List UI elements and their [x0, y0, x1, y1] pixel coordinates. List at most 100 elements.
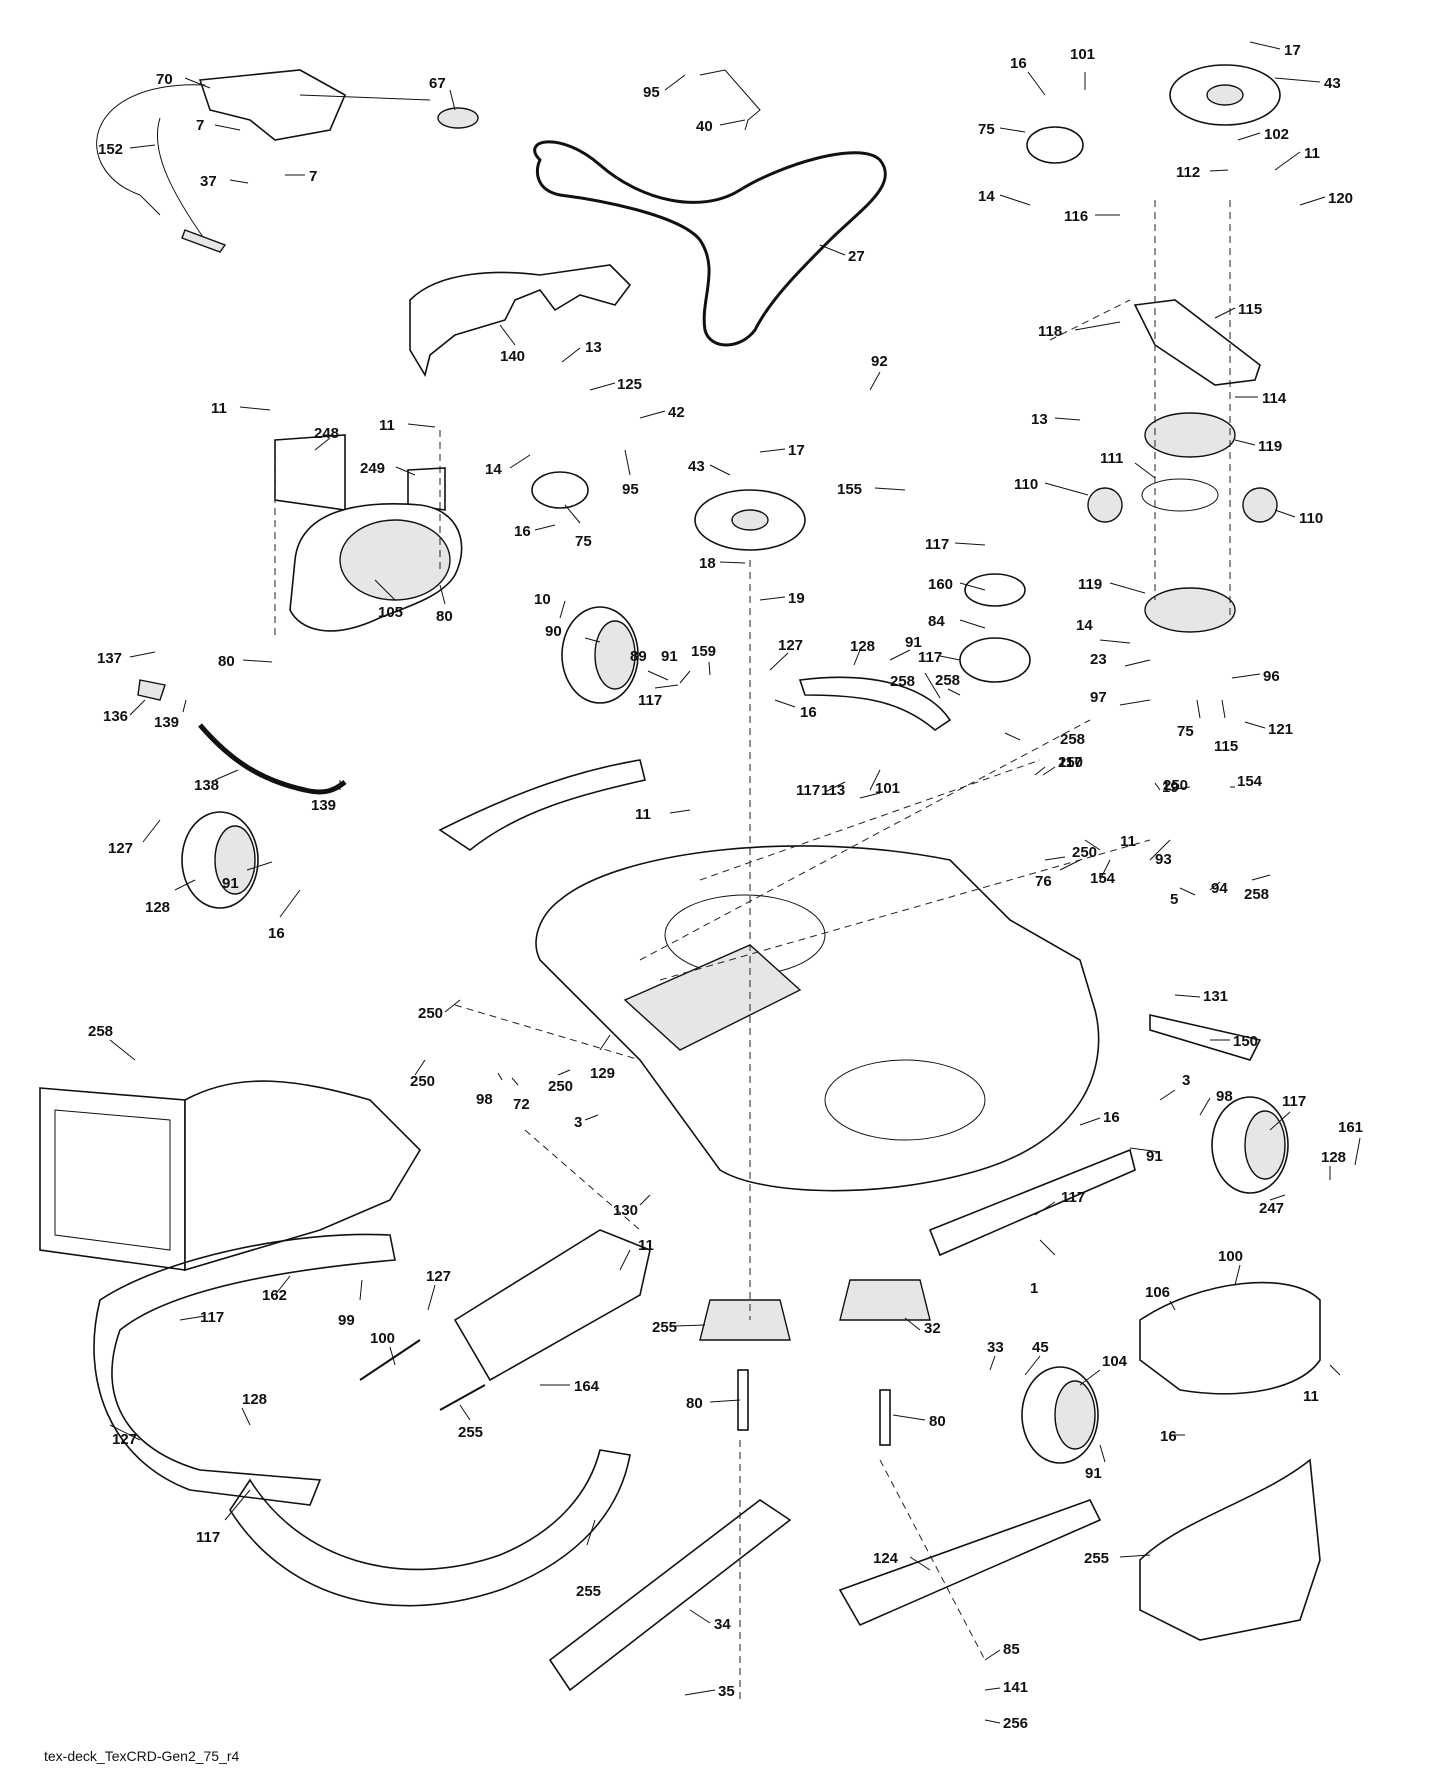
- callout-label: 129: [590, 1065, 615, 1082]
- callout-label: 80: [218, 653, 235, 670]
- callout-label: 139: [311, 797, 336, 814]
- callout-label: 32: [924, 1320, 941, 1337]
- callout-label: 10: [534, 591, 551, 608]
- callout-label: 102: [1264, 126, 1289, 143]
- callout-label: 45: [1032, 1339, 1049, 1356]
- callout-label: 7: [196, 117, 204, 134]
- callout-label: 18: [699, 555, 716, 572]
- callout-label: 16: [268, 925, 285, 942]
- callout-label: 140: [500, 348, 525, 365]
- callout-label: 99: [338, 1312, 355, 1329]
- callout-label: 97: [1090, 689, 1107, 706]
- callout-label: 258: [935, 672, 960, 689]
- callout-label: 11: [379, 417, 395, 434]
- callout-label: 258: [1060, 731, 1085, 748]
- callout-label: 162: [262, 1287, 287, 1304]
- callout-label: 152: [98, 141, 123, 158]
- callout-label: 16: [1010, 55, 1027, 72]
- assembly-lines: [274, 200, 1231, 1700]
- callout-label: 5: [1170, 891, 1178, 908]
- callout-label: 67: [429, 75, 446, 92]
- callout-label: 116: [1064, 208, 1088, 225]
- callout-label: 150: [1233, 1033, 1258, 1050]
- callout-label: 110: [1014, 476, 1038, 493]
- callout-label: 16: [1103, 1109, 1120, 1126]
- callout-label: 80: [929, 1413, 946, 1430]
- callout-label: 42: [668, 404, 685, 421]
- callout-label: 255: [1084, 1550, 1109, 1567]
- callout-label: 120: [1328, 190, 1353, 207]
- callout-label: 17: [788, 442, 805, 459]
- callout-label: 75: [978, 121, 995, 138]
- diagram-id: tex-deck_TexCRD-Gen2_75_r4: [44, 1748, 240, 1764]
- callout-label: 23: [1090, 651, 1107, 668]
- callout-label: 111: [1100, 450, 1123, 467]
- callout-label: 95: [622, 481, 639, 498]
- callout-label: 70: [156, 71, 173, 88]
- callout-label: 13: [585, 339, 602, 356]
- callout-label: 16: [514, 523, 531, 540]
- callout-label: 117: [796, 782, 820, 799]
- callout-label: 118: [1038, 323, 1062, 340]
- callout-label: 154: [1237, 773, 1263, 790]
- callout-label: 160: [928, 576, 953, 593]
- callout-label: 91: [1085, 1465, 1102, 1482]
- callout-label: 113: [821, 782, 845, 799]
- callout-label: 80: [436, 608, 453, 625]
- callout-label: 14: [1076, 617, 1093, 634]
- callout-label: 34: [714, 1616, 731, 1633]
- callout-label: 14: [485, 461, 502, 478]
- callout-label: 98: [1216, 1088, 1233, 1105]
- callout-label: 136: [103, 708, 128, 725]
- callout-label: 11: [211, 400, 227, 417]
- callout-label: 164: [574, 1378, 600, 1395]
- callout-label: 141: [1003, 1679, 1028, 1696]
- part-shapes: [39, 64, 1321, 1692]
- callout-label: 159: [691, 643, 716, 660]
- callout-label: 115: [1214, 738, 1238, 755]
- callout-label: 127: [426, 1268, 451, 1285]
- callout-label: 128: [1321, 1149, 1346, 1166]
- callout-label: 3: [574, 1114, 582, 1131]
- callout-label: 154: [1090, 870, 1116, 887]
- callout-label: 96: [1263, 668, 1280, 685]
- callout-label: 91: [1146, 1148, 1163, 1165]
- callout-label: 3: [1182, 1072, 1190, 1089]
- callout-label: 106: [1145, 1284, 1170, 1301]
- callout-label: 255: [458, 1424, 483, 1441]
- callout-label: 155: [837, 481, 862, 498]
- callout-label: 258: [890, 673, 915, 690]
- callout-label: 19: [1162, 779, 1179, 796]
- callout-label: 128: [242, 1391, 267, 1408]
- callout-label: 250: [1163, 777, 1188, 794]
- callout-label: 139: [154, 714, 179, 731]
- callout-label: 112: [1176, 164, 1200, 181]
- callout-label: 33: [987, 1339, 1004, 1356]
- callout-label: 250: [548, 1078, 573, 1095]
- callout-label: 117: [1058, 754, 1082, 771]
- callout-label: 127: [778, 637, 803, 654]
- callout-label: 37: [200, 173, 217, 190]
- callout-label: 105: [378, 604, 403, 621]
- callout-label: 119: [1078, 576, 1102, 593]
- callout-label: 94: [1211, 880, 1228, 897]
- callout-label: 248: [314, 425, 339, 442]
- callout-label: 250: [410, 1073, 435, 1090]
- callout-label: 35: [718, 1683, 735, 1700]
- callout-label: 258: [88, 1023, 113, 1040]
- callout-label: 117: [638, 692, 662, 709]
- callout-label: 11: [638, 1237, 654, 1254]
- callout-label: 137: [97, 650, 122, 667]
- callout-label: 16: [1160, 1428, 1177, 1445]
- callout-label: 11: [1120, 833, 1136, 850]
- callout-label: 91: [905, 634, 922, 651]
- callout-label: 84: [928, 613, 945, 630]
- callout-label: 43: [688, 458, 705, 475]
- callout-label: 100: [1218, 1248, 1243, 1265]
- callout-label: 121: [1268, 721, 1293, 738]
- callout-label: 40: [696, 118, 713, 135]
- callout-label: 95: [643, 84, 660, 101]
- callout-label: 258: [1244, 886, 1269, 903]
- callout-label: 14: [978, 188, 995, 205]
